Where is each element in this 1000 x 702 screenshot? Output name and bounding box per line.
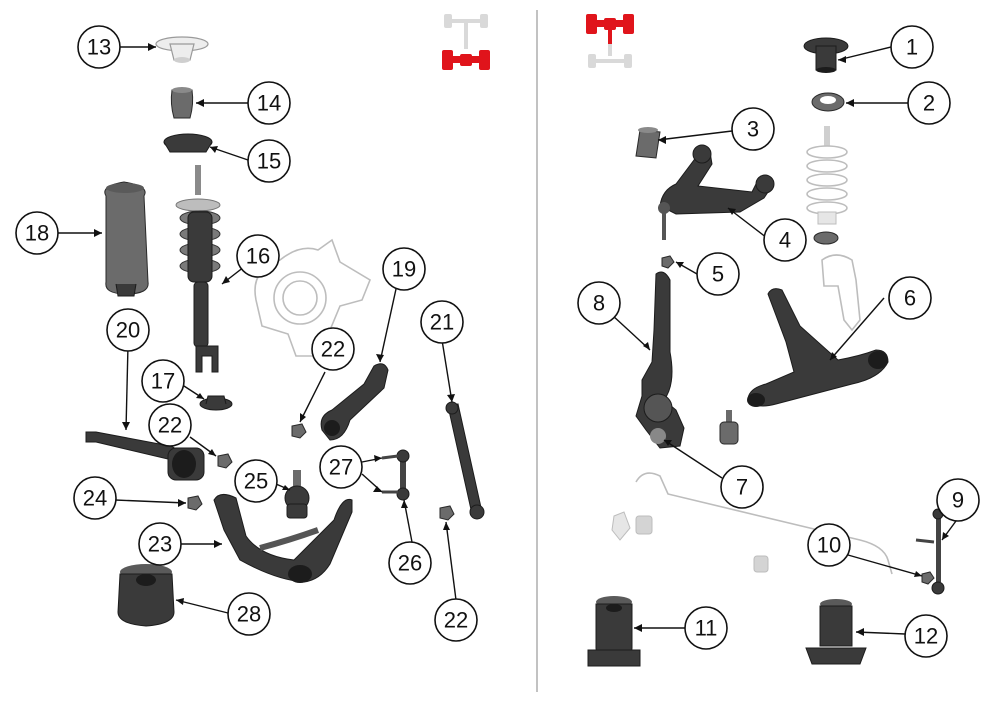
front-upper-control-arm-part <box>658 144 775 240</box>
svg-text:10: 10 <box>817 533 841 558</box>
rear-coilover-shock-part <box>175 165 221 373</box>
svg-text:16: 16 <box>246 244 270 269</box>
svg-text:18: 18 <box>25 221 49 246</box>
callout-16[interactable]: 16 <box>236 234 280 278</box>
front-axle-indicator-icon <box>586 14 634 68</box>
svg-text:21: 21 <box>430 310 454 335</box>
front-strut-bearing-part <box>811 92 845 112</box>
callout-23[interactable]: 23 <box>138 522 182 566</box>
callout-19[interactable]: 19 <box>382 247 426 291</box>
svg-text:17: 17 <box>151 369 175 394</box>
rear-toe-link-part <box>445 401 485 520</box>
svg-text:24: 24 <box>83 486 107 511</box>
front-lower-control-arm-part <box>747 288 889 407</box>
svg-text:8: 8 <box>593 291 605 316</box>
callout-20[interactable]: 20 <box>106 308 150 352</box>
callout-4[interactable]: 4 <box>763 218 807 262</box>
callout-2[interactable]: 2 <box>907 81 951 125</box>
callout-25[interactable]: 25 <box>234 459 278 503</box>
rear-air-spring-part <box>104 181 149 297</box>
rear-small-nut-part <box>187 495 203 511</box>
rear-lower-control-arm-part <box>213 494 353 583</box>
callout-arrowheads <box>94 43 949 636</box>
svg-text:6: 6 <box>904 286 916 311</box>
svg-text:2: 2 <box>923 91 935 116</box>
callout-11[interactable]: 11 <box>684 606 728 650</box>
callout-9[interactable]: 9 <box>936 478 980 522</box>
svg-text:5: 5 <box>712 262 724 287</box>
svg-text:13: 13 <box>87 35 111 60</box>
rear-control-link-part <box>320 363 389 441</box>
rear-lateral-arm-part <box>85 431 205 481</box>
front-bump-stop-part <box>635 127 661 159</box>
svg-text:20: 20 <box>116 318 140 343</box>
callout-5[interactable]: 5 <box>696 252 740 296</box>
callout-10[interactable]: 10 <box>807 523 851 567</box>
front-body-mount-part <box>805 599 867 665</box>
svg-text:14: 14 <box>257 91 281 116</box>
callout-21[interactable]: 21 <box>420 300 464 344</box>
front-ball-joint-nut-part <box>661 255 675 269</box>
callout-22-toe[interactable]: 22 <box>434 598 478 642</box>
callout-22-knuckle[interactable]: 22 <box>311 327 355 371</box>
front-steering-knuckle-part <box>635 271 685 449</box>
svg-text:4: 4 <box>779 228 791 253</box>
callout-3[interactable]: 3 <box>731 107 775 151</box>
front-sway-bar-ghost-part <box>611 472 893 575</box>
svg-text:25: 25 <box>244 469 268 494</box>
nut-part-a <box>291 423 307 439</box>
svg-text:28: 28 <box>237 602 261 627</box>
nut-part-c <box>439 505 455 521</box>
callout-6[interactable]: 6 <box>888 276 932 320</box>
svg-text:1: 1 <box>906 35 918 60</box>
callout-14[interactable]: 14 <box>247 81 291 125</box>
callout-1[interactable]: 1 <box>890 25 934 69</box>
callout-28[interactable]: 28 <box>227 592 271 636</box>
callout-8[interactable]: 8 <box>577 281 621 325</box>
callout-18[interactable]: 18 <box>15 211 59 255</box>
front-lower-ball-joint-part <box>719 410 739 445</box>
callout-26[interactable]: 26 <box>388 541 432 585</box>
svg-text:12: 12 <box>914 624 938 649</box>
callout-12[interactable]: 12 <box>904 614 948 658</box>
svg-text:9: 9 <box>952 488 964 513</box>
rear-bump-stop-part <box>170 87 194 119</box>
front-strut-ghost-part <box>806 126 861 332</box>
rear-lower-bushing-part <box>199 395 233 411</box>
rear-subframe-bushing-part <box>117 564 175 627</box>
callout-27[interactable]: 27 <box>319 445 363 489</box>
svg-text:22: 22 <box>444 608 468 633</box>
svg-text:3: 3 <box>747 117 759 142</box>
rear-spring-isolator-part <box>163 133 213 153</box>
rear-sway-bar-link-part <box>381 449 410 501</box>
svg-text:27: 27 <box>329 455 353 480</box>
svg-text:7: 7 <box>736 475 748 500</box>
callout-24[interactable]: 24 <box>73 476 117 520</box>
rear-strut-upper-mount-part <box>155 36 209 63</box>
callout-7[interactable]: 7 <box>720 465 764 509</box>
callout-15[interactable]: 15 <box>247 139 291 183</box>
svg-text:22: 22 <box>321 337 345 362</box>
rear-axle-indicator-icon <box>442 14 490 70</box>
svg-text:15: 15 <box>257 149 281 174</box>
callout-17[interactable]: 17 <box>141 359 185 403</box>
svg-text:26: 26 <box>398 551 422 576</box>
rear-ball-joint-part <box>284 470 310 519</box>
nut-part-b <box>217 453 233 469</box>
callout-13[interactable]: 13 <box>77 25 121 69</box>
front-strut-mount-part <box>803 37 849 73</box>
front-sway-link-nut-part <box>921 571 935 585</box>
svg-text:11: 11 <box>695 616 718 641</box>
svg-text:22: 22 <box>158 413 182 438</box>
svg-text:23: 23 <box>148 532 172 557</box>
front-callout-leaders <box>611 46 957 635</box>
callout-22-arm[interactable]: 22 <box>148 403 192 447</box>
front-subframe-bushing-part <box>587 596 641 667</box>
svg-text:19: 19 <box>392 257 416 282</box>
